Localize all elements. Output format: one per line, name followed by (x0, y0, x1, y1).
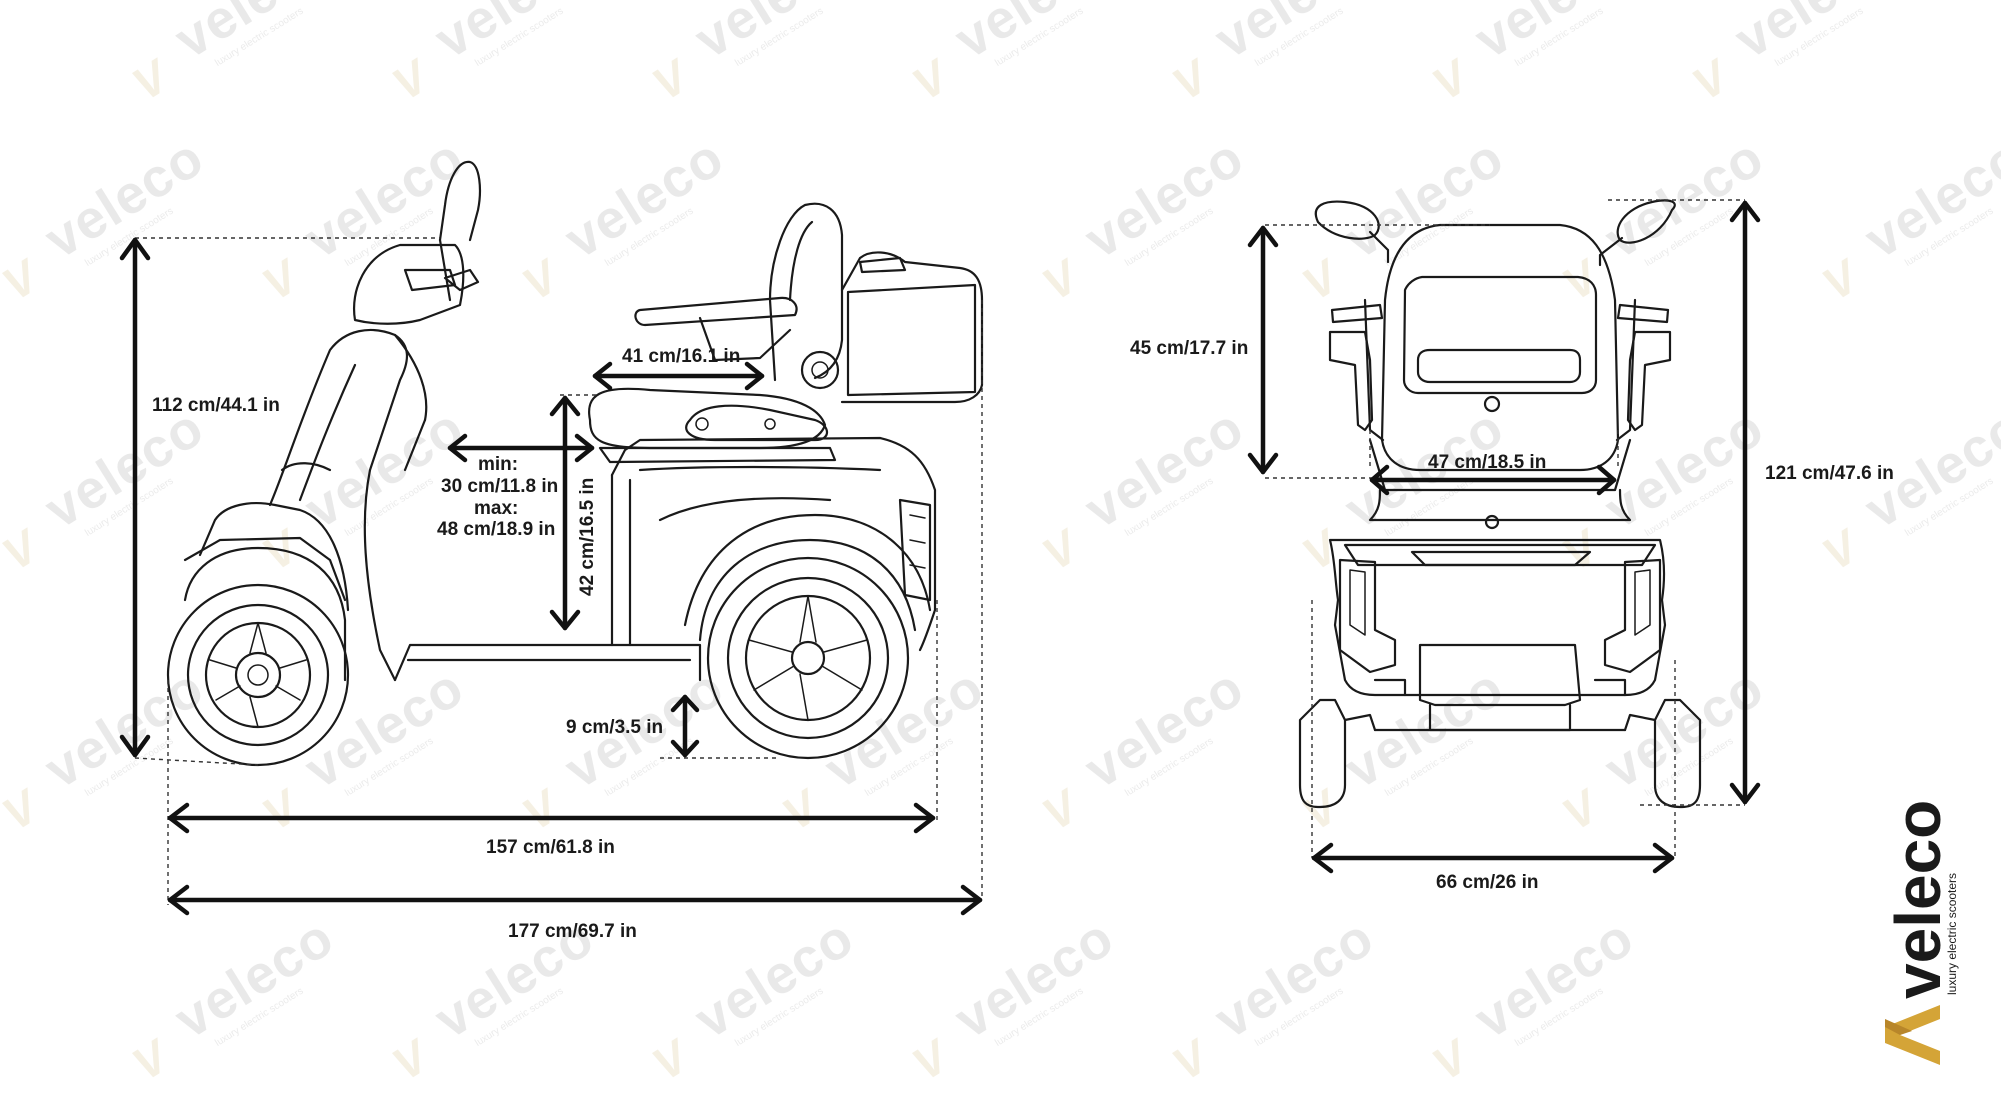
side-view-scooter (166, 160, 984, 767)
brand-logo: veleco luxury electric scooters (1882, 800, 1959, 1065)
rear-wheel-side (706, 556, 910, 760)
side-view-dimensions (119, 237, 983, 916)
seat-distance-max-title: max: (474, 498, 518, 519)
length-157-label: 157 cm/61.8 in (486, 837, 615, 858)
seat-distance-min-title: min: (478, 454, 518, 475)
seat-depth-label: 41 cm/16.1 in (622, 346, 740, 367)
front-backrest (1380, 223, 1620, 472)
seat-distance-max-value: 48 cm/18.9 in (437, 519, 555, 540)
seat-width-arrow (1369, 464, 1617, 496)
total-width-label: 66 cm/26 in (1436, 872, 1538, 893)
seat-height-label: 42 cm/16.5 in (577, 478, 598, 596)
floorboard (393, 643, 702, 682)
height-arrow (119, 237, 151, 758)
seat-depth-arrow (592, 361, 765, 391)
brand-name: veleco (1882, 800, 1954, 999)
front-wheel-right-front (1653, 698, 1702, 809)
armrest-right-front (1616, 303, 1670, 324)
total-height-arrow (1729, 200, 1761, 805)
seat-distance-min-value: 30 cm/11.8 in (441, 476, 558, 497)
length-157-arrow (167, 802, 936, 834)
rear-top-box (840, 251, 984, 404)
ground-clearance-label: 9 cm/3.5 in (566, 717, 663, 738)
seat-width-label: 47 cm/18.5 in (1428, 452, 1546, 473)
mirror-right-front (1616, 199, 1676, 244)
backrest-height-arrow (1247, 225, 1279, 475)
seat-swivel-hinge (800, 350, 840, 390)
length-177-label: 177 cm/69.7 in (508, 921, 637, 942)
front-body-shell (1368, 488, 1632, 522)
front-view-scooter (1298, 199, 1702, 809)
side-view-labels: 112 cm/44.1 in 41 cm/16.1 in min: 30 cm/… (152, 346, 740, 942)
armrest-side (634, 296, 798, 327)
front-view-guides (1265, 199, 1745, 858)
brand-logo-mark-icon (1885, 1005, 1940, 1065)
side-view-guides (134, 237, 983, 905)
seat-height-arrow (549, 395, 581, 631)
front-view-dimensions (1247, 200, 1761, 874)
mirror-side (438, 160, 481, 242)
length-177-arrow (167, 884, 983, 916)
front-view-labels: 45 cm/17.7 in 47 cm/18.5 in 121 cm/47.6 … (1130, 338, 1894, 893)
brand-tagline: luxury electric scooters (1945, 873, 1959, 995)
rear-body (610, 436, 937, 652)
height-label: 112 cm/44.1 in (152, 395, 280, 416)
seat-distance-arrow (447, 433, 595, 463)
mirror-left-front (1314, 200, 1380, 240)
total-width-arrow (1311, 842, 1675, 874)
total-height-label: 121 cm/47.6 in (1765, 463, 1894, 484)
front-fender (183, 546, 347, 682)
front-wheel-left-front (1298, 698, 1347, 809)
armrest-left-front (1330, 303, 1384, 324)
handlebar-head (353, 243, 465, 325)
front-wheel-side (166, 583, 350, 767)
backrest-height-label: 45 cm/17.7 in (1130, 338, 1248, 359)
ground-clearance-arrow (670, 694, 700, 758)
rear-fender (698, 538, 917, 642)
front-body (198, 502, 350, 612)
